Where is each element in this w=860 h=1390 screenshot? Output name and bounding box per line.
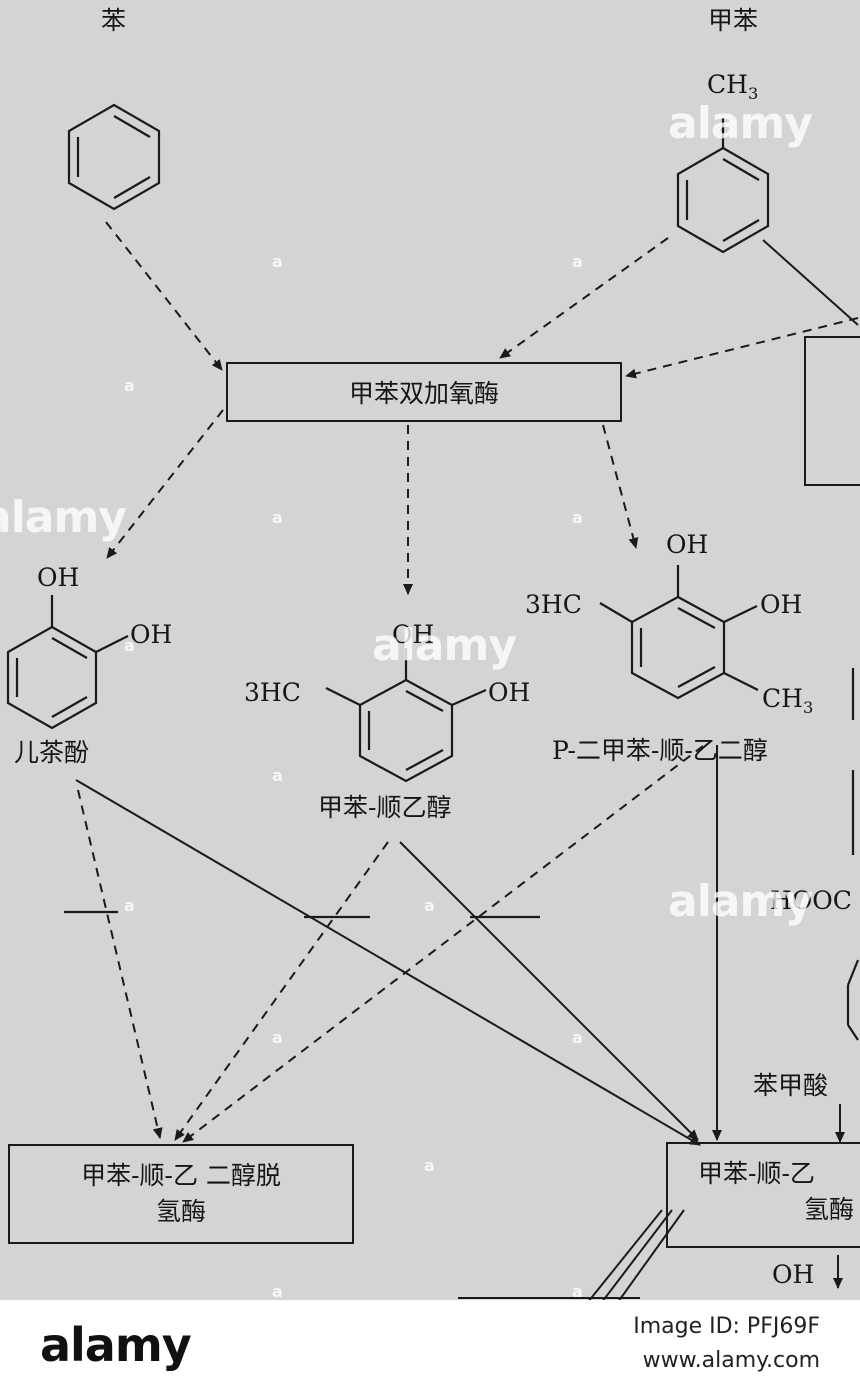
toluene-dioxygenase-box: 甲苯双加氧酶: [226, 362, 622, 422]
dashed-arrows: [77, 221, 859, 1143]
right-cut-box: [804, 336, 860, 486]
solid-arrows: [75, 239, 859, 1300]
watermark-dot: a: [124, 376, 135, 395]
toluene-diol-label: 甲苯-顺乙醇: [318, 793, 452, 822]
dehydrogenase-line1: 甲苯-顺-乙 二醇脱: [81, 1161, 281, 1190]
watermark-dot: a: [272, 1282, 283, 1300]
watermark-alamy: alamy: [668, 876, 813, 927]
watermark-dot: a: [124, 636, 135, 655]
watermark-alamy: alamy: [372, 620, 517, 671]
stock-footer: alamy Image ID: PFJ69F www.alamy.com: [0, 1300, 860, 1390]
toluene-dioxygenase-label: 甲苯双加氧酶: [348, 379, 499, 408]
catechol-oh1: OH: [37, 563, 80, 592]
toluene-diol-oh1: OH: [392, 620, 435, 649]
benzene-label: 苯: [101, 6, 127, 35]
watermark-alamy: alamy: [668, 98, 813, 149]
toluene-diol-oh2: OH: [488, 678, 531, 707]
watermark-dot: a: [572, 508, 583, 527]
right-box-line2: 氢酶: [804, 1195, 855, 1224]
pathway-diagram: [6, 103, 860, 1300]
toluene-diol-ring: [325, 648, 487, 783]
scanned-page: 苯 甲苯 CH3 甲苯双加氧酶 OH OH 儿茶酚 OH OH 3HC 甲苯-顺…: [0, 6, 860, 1300]
dehydrogenase-box: 甲苯-顺-乙 二醇脱 氢酶: [8, 1144, 354, 1244]
benzoic-acid-label: 苯甲酸: [753, 1071, 829, 1100]
watermark-dot: a: [272, 508, 283, 527]
alamy-logo: alamy: [40, 1318, 192, 1372]
p-diol-oh1: OH: [666, 530, 709, 559]
watermark-dot: a: [272, 1028, 283, 1047]
right-dehydrogenase-box: 甲苯-顺-乙 氢酶: [666, 1142, 860, 1248]
watermark-alamy: alamy: [0, 492, 127, 543]
watermark-dot: a: [572, 1282, 583, 1300]
toluene-label: 甲苯: [708, 6, 759, 35]
bottom-oh: OH: [772, 1260, 815, 1289]
right-edge-fragments: [846, 668, 860, 1041]
right-box-line1: 甲苯-顺-乙: [698, 1159, 815, 1188]
inhibition-bars: [64, 910, 540, 919]
stock-url: www.alamy.com: [642, 1348, 820, 1373]
benzene-ring: [67, 103, 161, 211]
watermark-dot: a: [572, 1028, 583, 1047]
hooc-label: HOOC: [770, 886, 852, 915]
catechol-label: 儿茶酚: [14, 738, 90, 767]
catechol-ring: [6, 595, 129, 730]
watermark-dot: a: [424, 896, 435, 915]
methyl-label: CH3: [707, 70, 759, 103]
p-diol-methyl2: CH3: [762, 684, 814, 717]
p-diol-label: P-二甲苯-顺-乙二醇: [552, 736, 768, 765]
watermark-dot: a: [572, 252, 583, 271]
toluene-diol-methyl: 3HC: [244, 678, 301, 707]
watermark-dot: a: [124, 896, 135, 915]
dehydrogenase-line2: 氢酶: [155, 1197, 206, 1226]
watermark-dot: a: [272, 766, 283, 785]
p-diol-ring: [599, 565, 759, 700]
watermark-dot: a: [424, 1156, 435, 1175]
watermark-dot: a: [272, 252, 283, 271]
image-id: Image ID: PFJ69F: [633, 1314, 820, 1339]
catechol-oh2: OH: [130, 620, 173, 649]
p-diol-oh2: OH: [760, 590, 803, 619]
p-diol-methyl1: 3HC: [525, 590, 582, 619]
toluene-ring: [676, 118, 770, 254]
